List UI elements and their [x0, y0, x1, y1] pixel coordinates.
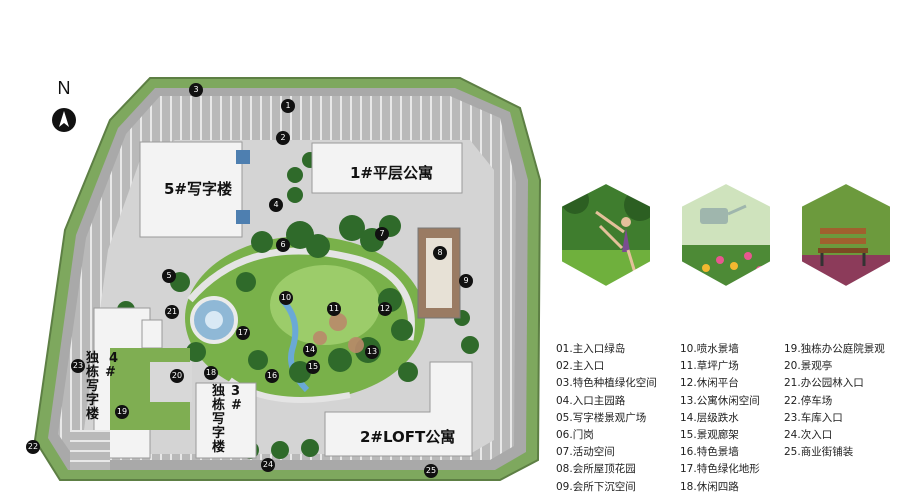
building-label-2: 2#LOFT公寓 [360, 428, 456, 446]
label-char: 字 [86, 393, 100, 408]
legend-item: 25.商业街铺装 [784, 446, 854, 459]
legend-item: 08.会所屋顶花园 [556, 463, 636, 476]
legend-item: 10.喷水景墙 [680, 343, 739, 355]
marker-11: 11 [327, 302, 341, 316]
legend-item: 16.特色景墙 [680, 446, 739, 459]
legend-item: 04.入口主园路 [556, 394, 626, 407]
building-5-office [139, 141, 243, 238]
building-1-apartment [311, 142, 463, 194]
legend-item: 11.草坪广场 [680, 360, 739, 373]
label-char: 写 [86, 379, 100, 394]
building-label-5: 5#写字楼 [164, 180, 233, 198]
marker-9: 9 [459, 274, 473, 288]
marker-2: 2 [276, 131, 290, 145]
legend-item: 23.车库入口 [784, 411, 843, 424]
marker-24: 24 [261, 458, 275, 472]
label-char: 写 [212, 412, 226, 427]
legend-item: 12.休闲平台 [680, 377, 739, 390]
marker-10: 10 [279, 291, 293, 305]
label-char: 3 [231, 384, 241, 399]
legend-item: 05.写字楼景观广场 [556, 411, 647, 424]
marker-19: 19 [115, 405, 129, 419]
marker-13: 13 [365, 345, 379, 359]
parking-lot [70, 430, 110, 470]
legend-item: 07.活动空间 [556, 446, 615, 459]
legend-item: 18.休闲四路 [680, 480, 739, 493]
north-letter: N [57, 78, 71, 98]
legend-item: 01.主入口绿岛 [556, 343, 626, 355]
building-label-1: 1#平层公寓 [350, 164, 434, 182]
marker-17: 17 [236, 326, 250, 340]
legend-item: 13.公寓休闲空间 [680, 394, 760, 407]
legend-item: 17.特色绿化地形 [680, 463, 760, 476]
marker-6: 6 [276, 238, 290, 252]
marker-21: 21 [165, 305, 179, 319]
marker-4: 4 [269, 198, 283, 212]
legend-item: 20.景观亭 [784, 360, 833, 373]
label-char: # [105, 365, 116, 380]
marker-5: 5 [162, 269, 176, 283]
label-char: 4 [109, 351, 119, 366]
marker-14: 14 [303, 343, 317, 357]
marker-3: 3 [189, 83, 203, 97]
marker-20: 20 [170, 369, 184, 383]
marker-15: 15 [306, 360, 320, 374]
north-arrow-icon [52, 108, 76, 132]
north-compass: N [44, 78, 84, 137]
marker-1: 1 [281, 99, 295, 113]
label-char: 独 [86, 351, 100, 366]
legend-item: 15.景观廊架 [680, 429, 739, 441]
marker-23: 23 [71, 359, 85, 373]
legend-item: 19.独栋办公庭院景观 [784, 343, 885, 355]
legend-item: 02.主入口 [556, 360, 605, 373]
legend-item: 24.次入口 [784, 429, 833, 441]
legend-item: 06.门岗 [556, 429, 594, 441]
legend-item: 14.层级跌水 [680, 411, 739, 424]
label-char: 栋 [212, 398, 226, 413]
label-char: 独 [212, 384, 226, 399]
label-char: 字 [212, 426, 226, 441]
marker-22: 22 [26, 440, 40, 454]
building-3-office [195, 382, 257, 459]
legend-item: 09.会所下沉空间 [556, 480, 636, 493]
legend-item: 22.停车场 [784, 394, 833, 407]
marker-25: 25 [424, 464, 438, 478]
label-char: 楼 [86, 407, 100, 422]
marker-8: 8 [433, 246, 447, 260]
legend-item: 03.特色种植绿化空间 [556, 377, 657, 390]
label-char: # [231, 398, 242, 413]
marker-18: 18 [204, 366, 218, 380]
garden-path [187, 247, 415, 341]
legend-item: 21.办公园林入口 [784, 377, 864, 390]
marker-16: 16 [265, 369, 279, 383]
marker-12: 12 [378, 302, 392, 316]
label-char: 栋 [86, 365, 100, 380]
label-char: 楼 [212, 440, 226, 455]
legend: 01.主入口绿岛 02.主入口 03.特色种植绿化空间 04.入口主园路 05.写字楼景… [556, 341, 896, 501]
marker-7: 7 [375, 227, 389, 241]
building-2-loft [324, 361, 473, 457]
pavilion [150, 362, 192, 402]
